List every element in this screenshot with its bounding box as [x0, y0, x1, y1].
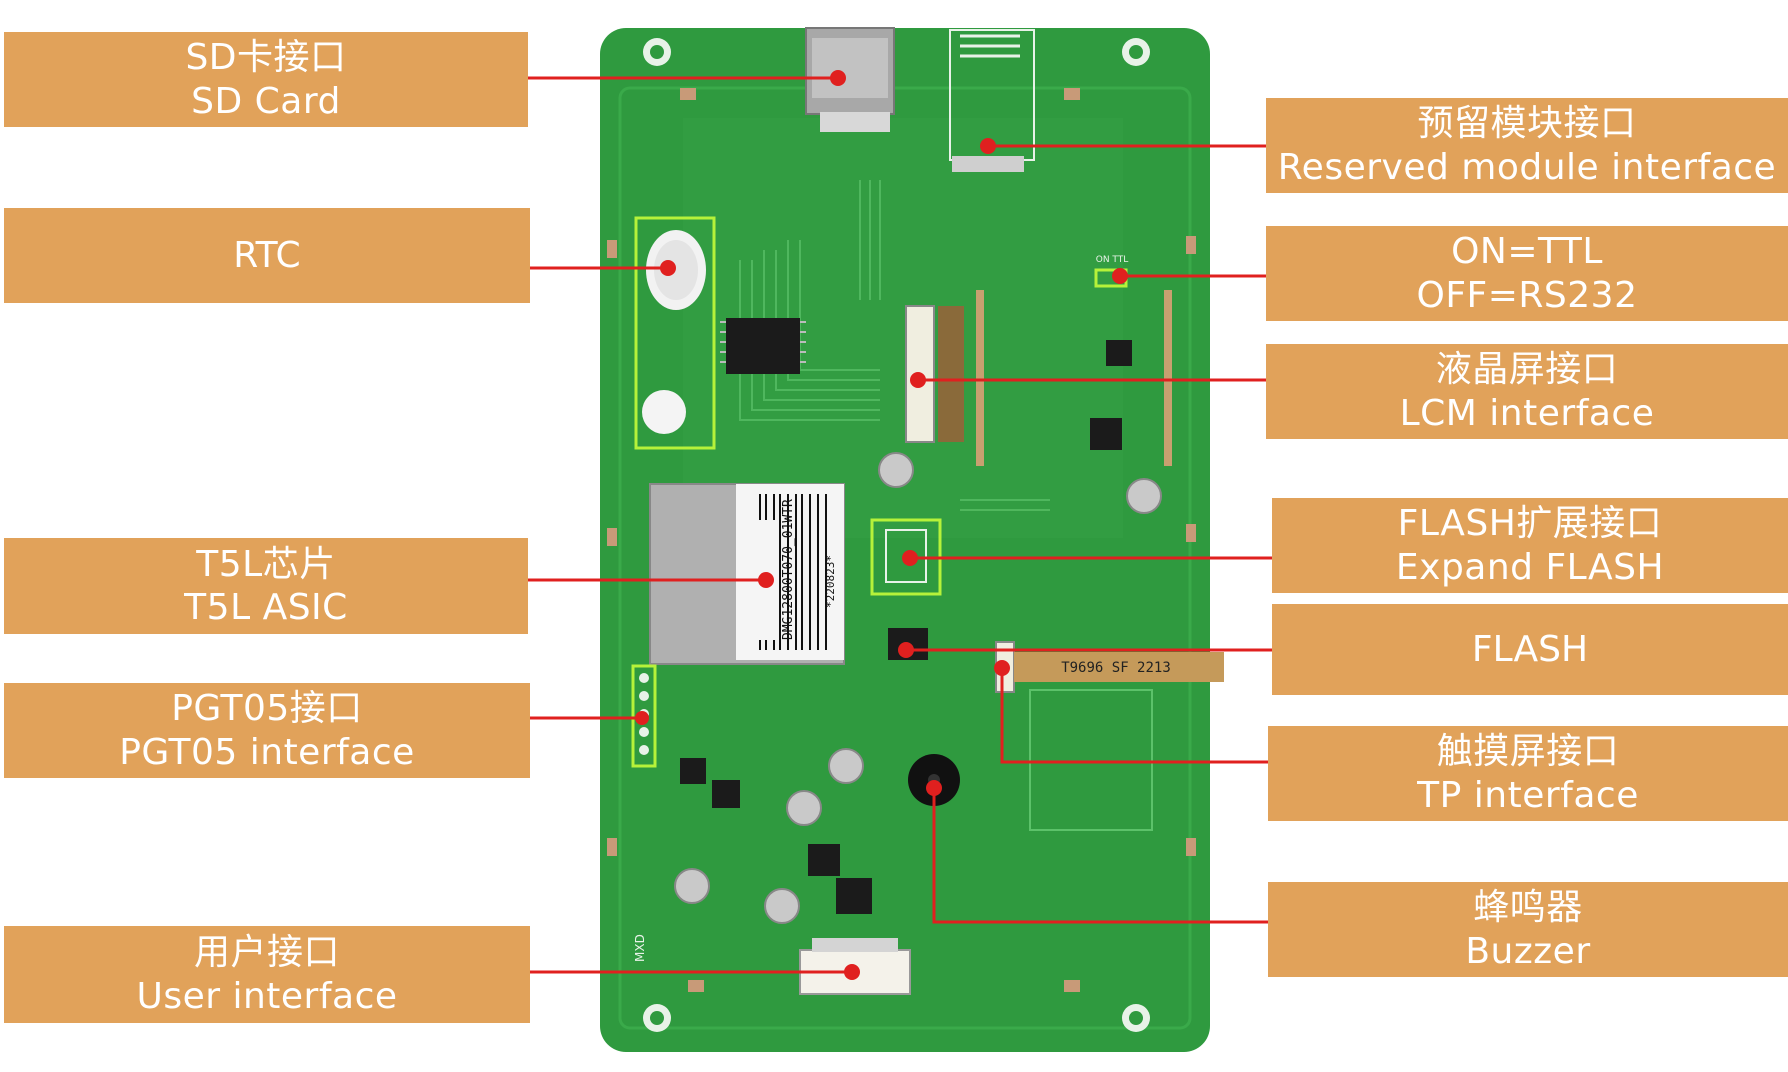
- callout-reserved-module: 预留模块接口 Reserved module interface: [1266, 98, 1788, 193]
- ic-memory: [720, 318, 806, 374]
- chip-code-text: DMG12800T070_01WTR: [781, 499, 796, 640]
- callout-pgt05-en: PGT05 interface: [119, 731, 415, 773]
- callout-lcm-interface: 液晶屏接口 LCM interface: [1266, 344, 1788, 439]
- callout-t5l-cn: T5L芯片: [196, 543, 336, 585]
- ttl-switch-text: ON TTL: [1096, 255, 1129, 265]
- callout-buzzer-en: Buzzer: [1465, 930, 1591, 972]
- callout-sd-card-cn: SD卡接口: [185, 37, 347, 79]
- dot-buzzer: [926, 780, 942, 796]
- callout-tp-interface: 触摸屏接口 TP interface: [1268, 726, 1788, 821]
- callout-expand-flash: FLASH扩展接口 Expand FLASH: [1272, 498, 1788, 593]
- callout-t5l: T5L芯片 T5L ASIC: [4, 538, 528, 634]
- leader-dots: [635, 70, 1128, 980]
- callout-expand-cn: FLASH扩展接口: [1397, 503, 1663, 545]
- dot-lcm: [910, 372, 926, 388]
- dot-expand: [902, 550, 918, 566]
- dot-tp: [994, 660, 1010, 676]
- callout-reserved-en: Reserved module interface: [1277, 146, 1777, 188]
- callout-buzzer-cn: 蜂鸣器: [1473, 887, 1583, 929]
- mounting-hole-tr: [1122, 38, 1150, 66]
- callout-flash: FLASH: [1272, 604, 1788, 695]
- dot-user: [844, 964, 860, 980]
- dot-sd: [830, 70, 846, 86]
- power-components: [680, 758, 872, 914]
- callout-rtc: RTC: [4, 208, 530, 303]
- reserved-module-header: [949, 29, 1035, 172]
- pgt05-header: [631, 664, 657, 768]
- callout-ttl-on: ON=TTL: [1451, 231, 1603, 273]
- dot-t5l: [758, 572, 774, 588]
- bottom-silk-text: MXD: [633, 934, 647, 962]
- dot-flash: [898, 642, 914, 658]
- callout-user-cn: 用户接口: [193, 932, 340, 974]
- chip-date-text: *220823*: [824, 555, 837, 608]
- callout-sd-card-en: SD Card: [191, 80, 341, 122]
- dot-ttl: [1112, 268, 1128, 284]
- callout-ttl-off: OFF=RS232: [1416, 274, 1638, 316]
- pcb-board: [600, 28, 1210, 1052]
- t5l-asic-module: DMG12800T070_01WTR *220823*: [649, 483, 845, 665]
- sd-card-slot: [805, 27, 895, 132]
- callout-tp-cn: 触摸屏接口: [1436, 731, 1620, 773]
- mounting-hole-br: [1122, 1004, 1150, 1032]
- callout-pgt05: PGT05接口 PGT05 interface: [4, 683, 530, 778]
- callout-user-en: User interface: [136, 975, 398, 1017]
- tp-cable-text: T9696 SF 2213: [1061, 660, 1171, 676]
- mounting-hole-tl: [643, 38, 671, 66]
- dot-reserved: [980, 138, 996, 154]
- callout-rtc-label: RTC: [233, 234, 301, 276]
- leader-tp: [1000, 668, 1268, 764]
- callout-lcm-en: LCM interface: [1399, 392, 1655, 434]
- callout-user-interface: 用户接口 User interface: [4, 926, 530, 1023]
- dot-pgt05: [635, 711, 649, 725]
- callout-t5l-en: T5L ASIC: [184, 587, 348, 628]
- leader-lines: [528, 76, 1272, 974]
- callout-reserved-cn: 预留模块接口: [1417, 103, 1637, 145]
- callout-flash-label: FLASH: [1471, 628, 1589, 670]
- callout-tp-en: TP interface: [1417, 774, 1639, 816]
- mounting-hole-bl: [643, 1004, 671, 1032]
- leader-buzzer: [932, 788, 1268, 924]
- callout-ttl-rs232: ON=TTL OFF=RS232: [1266, 226, 1788, 321]
- capacitors: [674, 452, 1162, 924]
- callout-expand-en: Expand FLASH: [1395, 546, 1665, 588]
- callout-pgt05-cn: PGT05接口: [171, 688, 363, 730]
- callout-lcm-cn: 液晶屏接口: [1435, 349, 1619, 391]
- callout-sd-card: SD卡接口 SD Card: [4, 32, 528, 127]
- rtc-group: [634, 216, 716, 450]
- callout-buzzer: 蜂鸣器 Buzzer: [1268, 882, 1788, 977]
- ic-ttl-driver: [1090, 340, 1132, 450]
- dot-rtc: [660, 260, 676, 276]
